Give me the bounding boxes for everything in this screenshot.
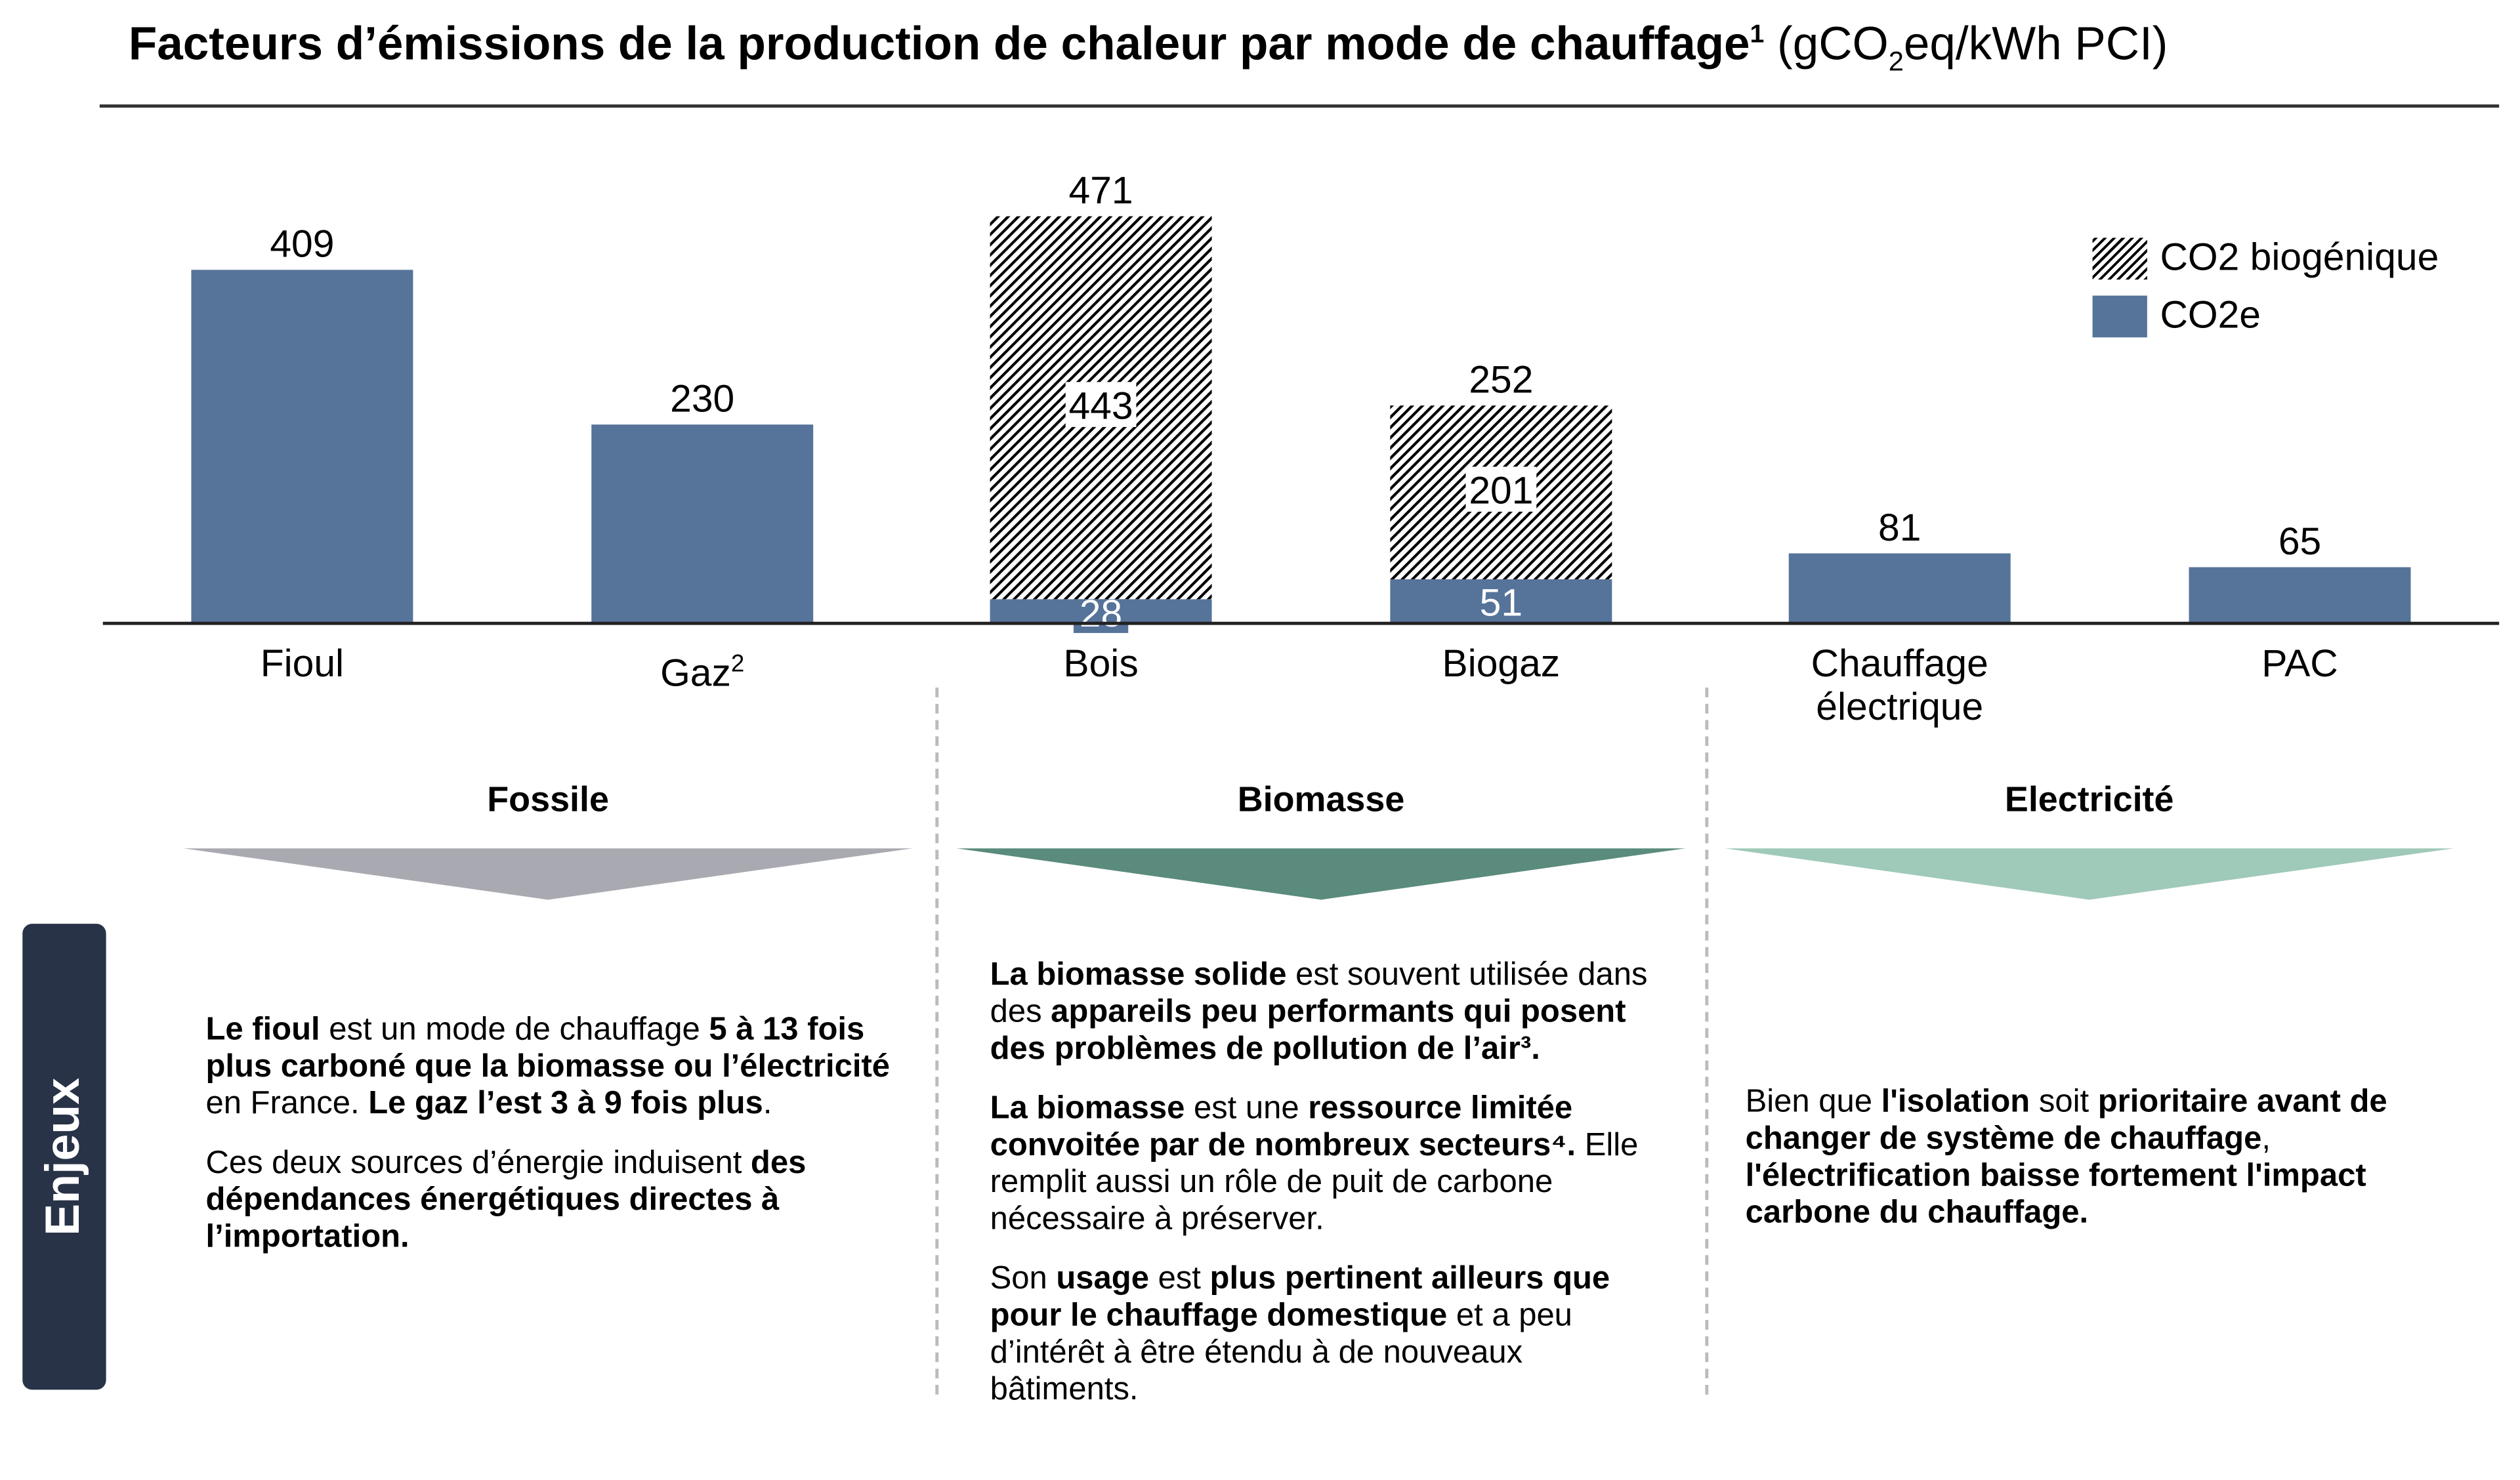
data-label-total: 409 [270,223,334,266]
section-arrow-icon [1724,848,2454,900]
legend-swatch-hatch [2092,237,2147,280]
label-bg [1465,466,1537,512]
enjeux-label-box: Enjeux [22,924,106,1390]
text-segment: ressource limitée convoitée par de nombr… [990,1090,1576,1164]
title-footnote: 1 [1750,21,1765,49]
text-segment: et a peu d’intérêt à être étendu à de no… [990,1298,1572,1408]
data-label-total: 471 [1069,169,1133,212]
text-segment: en France. [205,1086,369,1122]
section-arrow-icon [183,848,914,900]
legend-swatch-blue [2092,295,2147,338]
text-segment: plus pertinent ailleurs que pour le chau… [990,1261,1610,1334]
data-label-total: 252 [1469,359,1533,401]
category-label: Fioul [260,642,345,686]
text-segment: l'électrification baisse fortement l'imp… [1745,1158,2366,1231]
section-divider [1705,688,1709,1395]
category-label: PAC [2261,642,2338,686]
data-label-total: 65 [2278,520,2321,563]
text-segment: est [1148,1261,1210,1297]
category-label: Biogaz [1442,642,1561,686]
text-segment: Ces deux sources d’énergie induisent [205,1145,751,1182]
text-segment: Le gaz l’est 3 à 9 fois plus [368,1086,763,1122]
text-segment: est souvent utilisée dans des [990,957,1648,1030]
data-label-co2e: 28 [1080,592,1122,635]
text-segment: Bien que [1745,1084,1881,1120]
text-segment: soit [2030,1084,2098,1120]
bar-co2e [2189,567,2411,624]
text-segment: La biomasse solide [990,957,1287,993]
text-segment: La biomasse [990,1090,1185,1126]
label-bg [1065,382,1137,427]
title-unit-post: eq/kWh PCI) [1903,19,2168,71]
text-segment: Le fioul [205,1012,320,1048]
bar-co2e [1788,553,2011,624]
text-segment: l'isolation [1881,1084,2030,1120]
section-arrow-icon [956,848,1687,900]
legend-label: CO2 biogénique [2160,236,2439,280]
label-bg [1073,599,1129,633]
data-label-biogenic: 443 [1069,385,1133,428]
text-segment: , [2261,1121,2271,1157]
enjeux-label: Enjeux [37,1077,91,1236]
legend-item-co2e: CO2e [2092,287,2439,345]
page-title: Facteurs d’émissions de la production de… [129,19,2168,78]
bar-co2e [591,424,814,624]
section-text: Bien que l'isolation soit prioritaire av… [1746,1084,2437,1255]
data-label-total: 81 [1878,506,1921,549]
bar-co2e [1390,579,1612,624]
title-unit: (gCO [1764,19,1889,71]
paragraph: Bien que l'isolation soit prioritaire av… [1746,1084,2437,1232]
bar-chart: 409 230 443 28 471 201 51 252 81 65 [102,169,2500,635]
data-label-total: 230 [670,378,734,421]
bar-co2e [191,270,413,624]
title-main: Facteurs d’émissions de la production de… [128,19,1750,71]
data-label-co2e: 51 [1480,582,1522,625]
section-text: La biomasse solide est souvent utilisée … [990,958,1666,1431]
paragraph: Son usage est plus pertinent ailleurs qu… [990,1261,1666,1408]
section-title: Biomasse [1237,779,1405,819]
data-label-biogenic: 201 [1469,470,1533,512]
text-segment: est un mode de chauffage [320,1012,709,1048]
paragraph: Ces deux sources d’énergie induisent des… [205,1145,896,1256]
text-segment: 5 à 13 fois plus carboné que la biomasse… [205,1012,891,1085]
text-segment: usage [1056,1261,1149,1297]
title-divider [99,104,2500,108]
category-label: Gaz2 [660,650,745,696]
legend-item-biogenic: CO2 biogénique [2092,230,2439,287]
section-text: Le fioul est un mode de chauffage 5 à 13… [205,1012,896,1279]
text-segment: des dépendances énergétiques directes à … [205,1145,807,1255]
text-segment: prioritaire avant de changer de système … [1745,1084,2387,1157]
paragraph: La biomasse est une ressource limitée co… [990,1091,1666,1239]
section-divider [935,688,939,1395]
section-title: Electricité [2004,779,2174,819]
category-footnote: 2 [730,650,745,678]
text-segment: Son [990,1261,1057,1297]
text-segment: Elle remplit aussi un rôle de puit de ca… [990,1128,1639,1237]
legend-label: CO2e [2160,294,2261,338]
text-segment: appareils peu performants qui posent des… [990,994,1626,1067]
category-label: Chauffage électrique [1811,642,1988,730]
category-label: Bois [1063,642,1139,686]
title-unit-sub: 2 [1888,46,1904,77]
text-segment: . [763,1086,772,1122]
section-title: Fossile [487,779,609,819]
text-segment: est une [1185,1090,1309,1126]
chart-legend: CO2 biogénique CO2e [2092,230,2439,345]
paragraph: Le fioul est un mode de chauffage 5 à 13… [205,1012,896,1123]
paragraph: La biomasse solide est souvent utilisée … [990,958,1666,1069]
